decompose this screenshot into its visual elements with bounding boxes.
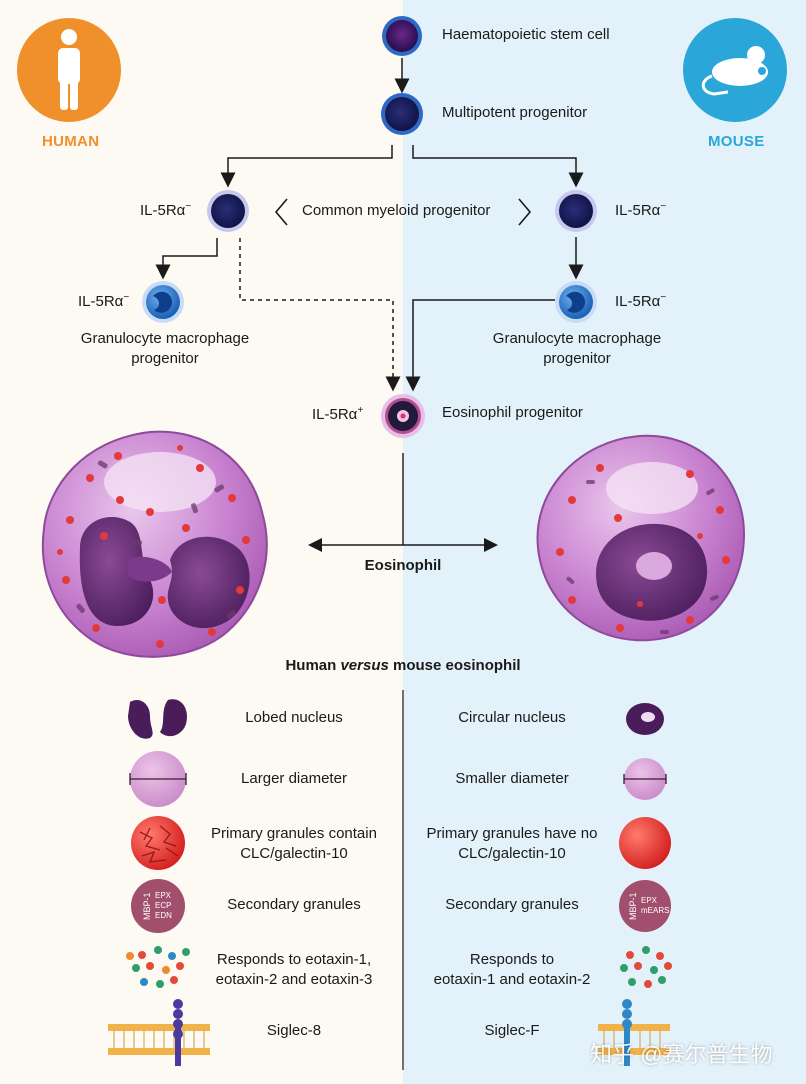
human-badge [17, 18, 121, 122]
eotaxin-1-2-3-icon [126, 946, 190, 988]
mouse-trait-nucleus: Circular nucleus [458, 709, 566, 726]
watermark: 知乎 @赛尔普生物 [590, 1042, 773, 1067]
human-trait-eotaxin-line1: Responds to eotaxin-1, [216, 951, 372, 968]
mouse-trait-siglec: Siglec-F [484, 1022, 540, 1039]
comparison-title-post: mouse eosinophil [388, 657, 521, 674]
eosinophil-label: Eosinophil [364, 557, 442, 574]
human-trait-diameter: Larger diameter [241, 770, 347, 787]
human-granule-line-3: EDN [155, 911, 172, 920]
mouse-trait-primary-line1: Primary granules have no [426, 825, 598, 842]
il5-minus-sup: − [185, 201, 192, 212]
cmp-label: Common myeloid progenitor [302, 202, 491, 219]
il5-label-human-gmp: IL-5Rα− [78, 292, 129, 312]
il5-base: IL-5Rα [615, 202, 661, 219]
comparison-title-em: versus [340, 657, 389, 674]
multipotent-progenitor-icon [381, 93, 423, 135]
mouse-icon [701, 46, 768, 96]
human-mbp-label: MBP-1 [142, 892, 152, 920]
human-trait-primary-line1: Primary granules contain [211, 825, 377, 842]
human-trait-primary-line2: CLC/galectin-10 [240, 845, 348, 862]
il5-label-mouse-cmp: IL-5Rα− [615, 201, 666, 221]
human-trait-nucleus: Lobed nucleus [245, 709, 343, 726]
gmp-mouse-label-line1: Granulocyte macrophage [492, 330, 662, 347]
gmp-human-icon [142, 281, 184, 323]
mouse-trait-diameter: Smaller diameter [455, 770, 569, 787]
gmp-mouse-label-line2: progenitor [543, 350, 611, 367]
chevron-right-icon [518, 198, 532, 226]
mouse-badge-label: MOUSE [708, 133, 765, 150]
human-trait-siglec: Siglec-8 [266, 1022, 322, 1039]
siglec-f-membrane-icon [598, 999, 670, 1066]
mouse-granule-line-1: EPX [641, 896, 658, 905]
mouse-mbp-label: MBP-1 [628, 892, 638, 920]
eosinophil-progenitor-label: Eosinophil progenitor [442, 404, 583, 421]
chevron-left-icon [274, 198, 288, 226]
il5-label-eos-progenitor: IL-5Rα+ [312, 405, 363, 425]
il5-minus-sup: − [660, 201, 667, 212]
il5-minus-sup: − [660, 292, 667, 303]
mouse-trait-eotaxin-line1: Responds to [469, 951, 555, 968]
mouse-granule-line-2: mEARS [641, 906, 669, 915]
human-badge-label: HUMAN [42, 133, 100, 150]
eosinophil-progenitor-icon [381, 394, 425, 438]
crystal-granule-icon [131, 816, 185, 870]
il5-plus-sup: + [357, 405, 364, 416]
mouse-eosinophil-illustration [536, 434, 746, 642]
il5-base: IL-5Rα [312, 406, 358, 423]
larger-diameter-icon [129, 751, 187, 807]
human-trait-eotaxin-line2: eotaxin-2 and eotaxin-3 [215, 971, 373, 988]
human-secondary-granule-icon: MBP-1 EPX ECP EDN [131, 879, 185, 933]
circular-nucleus-icon [626, 703, 664, 735]
il5-label-human-cmp: IL-5Rα− [140, 201, 191, 221]
gmp-human-label-line1: Granulocyte macrophage [80, 330, 250, 347]
gmp-mouse-icon [555, 281, 597, 323]
multipotent-progenitor-label: Multipotent progenitor [442, 104, 588, 121]
plain-granule-icon [619, 817, 671, 869]
gmp-human-label-line2: progenitor [131, 350, 199, 367]
lobed-nucleus-icon [128, 699, 188, 739]
mouse-trait-eotaxin-line2: eotaxin-1 and eotaxin-2 [433, 971, 591, 988]
siglec-8-membrane-icon [108, 999, 210, 1066]
il5-base: IL-5Rα [140, 202, 186, 219]
eotaxin-1-2-icon [620, 946, 672, 988]
smaller-diameter-icon [623, 758, 667, 800]
mouse-secondary-granule-icon: MBP-1 EPX mEARS [619, 880, 671, 932]
human-trait-secondary: Secondary granules [227, 896, 361, 913]
il5-base: IL-5Rα [78, 293, 124, 310]
comparison-title: Human versus mouse eosinophil [203, 656, 603, 676]
il5-label-mouse-gmp: IL-5Rα− [615, 292, 666, 312]
human-granule-line-2: ECP [155, 901, 171, 910]
cmp-human-icon [207, 190, 249, 232]
mouse-trait-secondary: Secondary granules [445, 896, 579, 913]
cmp-mouse-icon [555, 190, 597, 232]
mouse-badge [683, 18, 787, 122]
il5-base: IL-5Rα [615, 293, 661, 310]
stem-cell-icon [382, 16, 422, 56]
il5-minus-sup: − [123, 292, 130, 303]
human-granule-line-1: EPX [155, 891, 172, 900]
comparison-title-pre: Human [285, 657, 341, 674]
stem-cell-label: Haematopoietic stem cell [442, 26, 610, 43]
person-icon [58, 29, 80, 110]
mouse-trait-primary-line2: CLC/galectin-10 [458, 845, 566, 862]
human-eosinophil-illustration [41, 430, 268, 658]
